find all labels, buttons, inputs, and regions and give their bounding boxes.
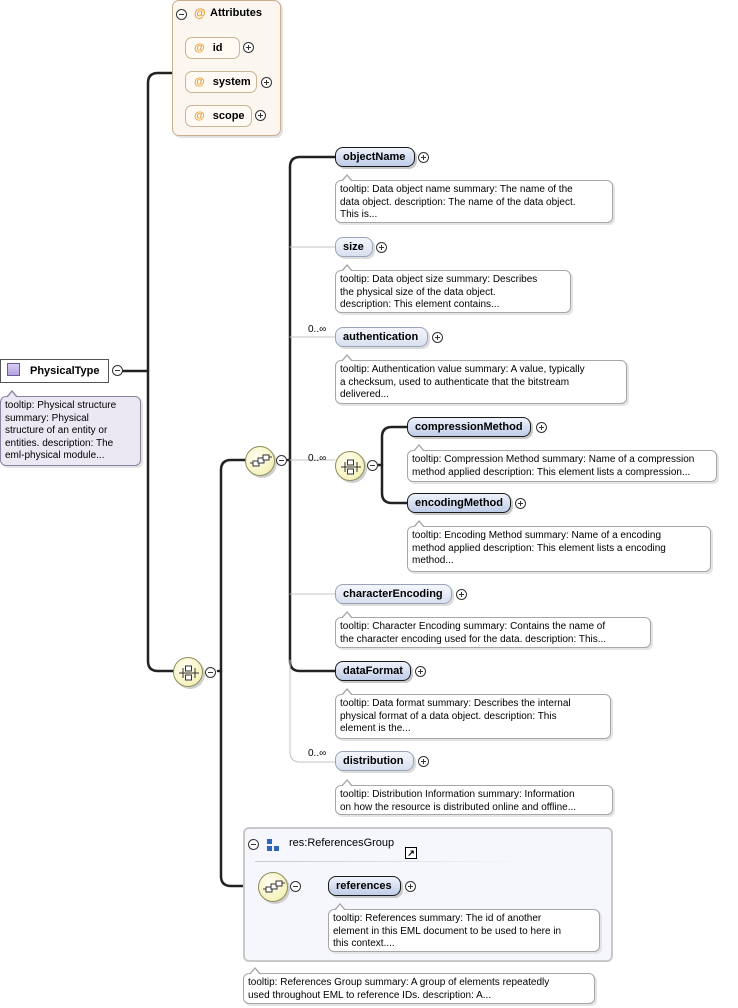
- attribute-at-icon: @: [194, 110, 205, 122]
- references-tooltip: tooltip: References summary: The id of a…: [328, 903, 600, 952]
- external-link-icon[interactable]: ↗: [405, 847, 417, 859]
- distribution-cardinality: 0..∞: [308, 748, 327, 759]
- references-group-tooltip: tooltip: References Group summary: A gro…: [243, 967, 595, 1004]
- attribute-at-icon: @: [194, 76, 205, 88]
- objectname-tooltip: tooltip: Data object name summary: The n…: [335, 174, 613, 223]
- collapse-choice-icon[interactable]: [276, 455, 287, 466]
- compressionmethod-tooltip: tooltip: Compression Method summary: Nam…: [407, 444, 717, 482]
- attribute-system[interactable]: @system: [185, 71, 257, 93]
- expand-compressionmethod-icon[interactable]: [536, 422, 547, 433]
- group-icon: [267, 839, 280, 852]
- choice-compositor-icon[interactable]: [245, 446, 275, 476]
- attribute-at-icon: @: [194, 42, 205, 54]
- choice-cardinality: 0..∞: [308, 453, 327, 464]
- collapse-inner-sequence-icon[interactable]: [367, 460, 378, 471]
- expand-scope-icon[interactable]: [255, 110, 266, 121]
- element-authentication[interactable]: authentication: [335, 327, 428, 347]
- references-choice-compositor-icon[interactable]: [258, 872, 288, 902]
- expand-system-icon[interactable]: [261, 77, 272, 88]
- expand-dataformat-icon[interactable]: [415, 666, 426, 677]
- expand-size-icon[interactable]: [376, 242, 387, 253]
- expand-characterencoding-icon[interactable]: [456, 589, 467, 600]
- element-size[interactable]: size: [335, 237, 373, 257]
- references-group-title: res:ReferencesGroup: [289, 837, 395, 849]
- collapse-physical-type-icon[interactable]: [112, 365, 123, 376]
- collapse-sequence-icon[interactable]: [205, 667, 216, 678]
- size-tooltip: tooltip: Data object size summary: Descr…: [335, 264, 571, 313]
- characterencoding-tooltip: tooltip: Character Encoding summary: Con…: [335, 611, 651, 648]
- element-encodingmethod[interactable]: encodingMethod: [407, 493, 511, 513]
- collapse-attributes-icon[interactable]: [176, 9, 187, 20]
- element-characterencoding[interactable]: characterEncoding: [335, 584, 452, 604]
- complex-type-icon: [7, 363, 20, 376]
- element-objectname[interactable]: objectName: [335, 147, 415, 167]
- attribute-scope[interactable]: @scope: [185, 105, 252, 127]
- group-header-divider: [255, 861, 525, 862]
- element-distribution[interactable]: distribution: [335, 751, 414, 771]
- element-references[interactable]: references: [328, 876, 401, 896]
- expand-objectname-icon[interactable]: [418, 152, 429, 163]
- inner-sequence-compositor-icon[interactable]: [335, 451, 365, 481]
- expand-encodingmethod-icon[interactable]: [515, 498, 526, 509]
- expand-references-icon[interactable]: [405, 881, 416, 892]
- element-dataformat[interactable]: dataFormat: [335, 661, 411, 681]
- physical-type-node[interactable]: PhysicalType: [0, 359, 109, 383]
- expand-authentication-icon[interactable]: [432, 332, 443, 343]
- authentication-cardinality: 0..∞: [308, 324, 327, 335]
- collapse-references-group-icon[interactable]: [248, 839, 259, 850]
- collapse-references-choice-icon[interactable]: [290, 881, 301, 892]
- sequence-compositor-icon[interactable]: [173, 657, 203, 687]
- physical-type-tooltip: tooltip: Physical structure summary: Phy…: [0, 390, 141, 466]
- distribution-tooltip: tooltip: Distribution Information summar…: [335, 779, 613, 815]
- expand-id-icon[interactable]: [243, 42, 254, 53]
- authentication-tooltip: tooltip: Authentication value summary: A…: [335, 354, 627, 404]
- attributes-header: Attributes: [210, 7, 262, 19]
- attribute-id[interactable]: @id: [185, 37, 240, 59]
- attributes-at-icon: @: [194, 6, 206, 20]
- expand-distribution-icon[interactable]: [418, 756, 429, 767]
- encodingmethod-tooltip: tooltip: Encoding Method summary: Name o…: [407, 520, 711, 572]
- dataformat-tooltip: tooltip: Data format summary: Describes …: [335, 688, 611, 739]
- element-compressionmethod[interactable]: compressionMethod: [407, 417, 531, 437]
